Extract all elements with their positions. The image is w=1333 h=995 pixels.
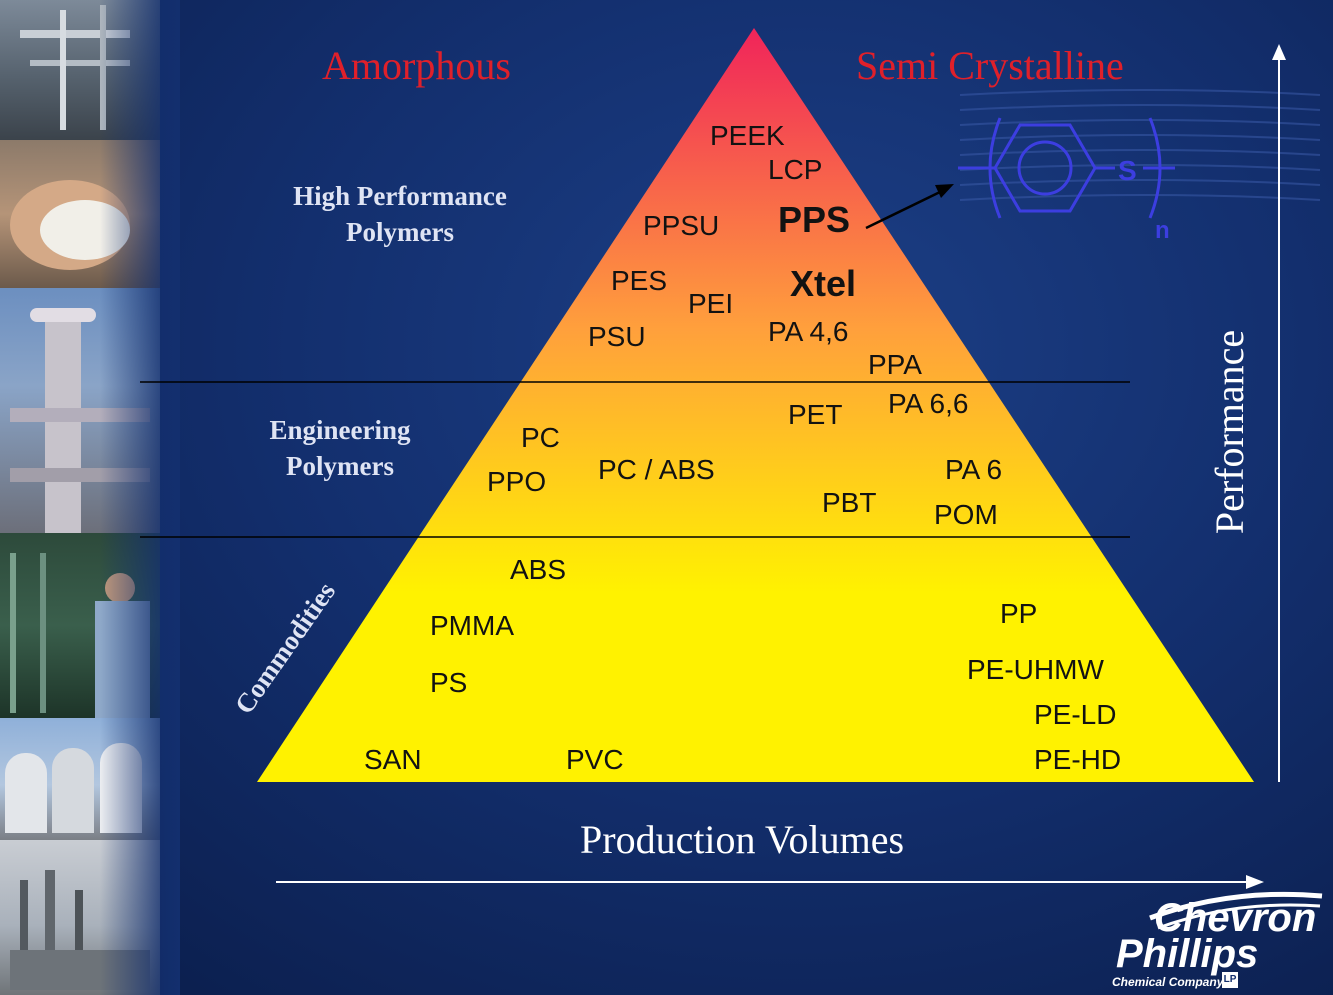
logo-lp-badge: LP [1222, 972, 1238, 988]
polymer-label: PC [521, 422, 560, 453]
polymer-label: PPSU [643, 210, 720, 241]
chevron-phillips-logo: Chevron Phillips Chemical Company LP [1110, 888, 1325, 993]
logo-line-chevron: Chevron [1154, 896, 1317, 940]
tier-label-high-performance: High Performance Polymers [270, 178, 530, 250]
pyramid [257, 28, 1254, 782]
tier-label-high-performance-line2: Polymers [346, 217, 454, 247]
logo-line-chemical-company: Chemical Company [1112, 975, 1224, 989]
polymer-label: PVC [566, 744, 624, 775]
polymer-label: LCP [768, 154, 823, 185]
polymer-label: PES [611, 265, 668, 296]
heading-semi-crystalline: Semi Crystalline [856, 43, 1124, 88]
polymer-label: SAN [364, 744, 422, 775]
polymer-label: PE-HD [1034, 744, 1122, 775]
performance-axis-arrow [1272, 44, 1286, 782]
formula-subscript-n: n [1155, 217, 1170, 244]
production-axis-arrow [276, 875, 1264, 889]
formula-sulfur-atom: S [1118, 155, 1137, 186]
polymer-label: PPA [868, 349, 922, 380]
polymer-label: PMMA [430, 610, 514, 641]
polymer-label: PA 4,6 [768, 316, 849, 347]
polymer-label-highlight: PPS [778, 199, 851, 240]
pps-pointer-arrow [865, 184, 954, 230]
polymer-label: PPO [487, 466, 547, 497]
heading-amorphous: Amorphous [322, 43, 511, 88]
polymer-label: PA 6 [945, 454, 1003, 485]
polymer-label: ABS [510, 554, 567, 585]
polymer-label: PBT [822, 487, 877, 518]
pps-structure-formula [958, 117, 1175, 219]
background-swoosh [959, 89, 1321, 201]
logo-swoosh-icon [1149, 891, 1323, 930]
polymer-label: PEI [688, 288, 734, 319]
polymer-label: POM [934, 499, 998, 530]
polymer-label: PE-UHMW [967, 654, 1104, 685]
logo-line-phillips: Phillips [1116, 932, 1259, 976]
photo-fade-overlay [100, 0, 180, 995]
polymer-label: PC / ABS [598, 454, 715, 485]
polymer-label: PSU [588, 321, 646, 352]
tier-label-engineering: Engineering Polymers [240, 412, 440, 484]
tier-label-engineering-line1: Engineering [269, 415, 411, 445]
polymer-label: PP [1000, 598, 1038, 629]
performance-axis-label: Performance [1207, 329, 1252, 535]
polymer-label: PA 6,6 [888, 388, 969, 419]
production-volumes-axis-label: Production Volumes [580, 817, 905, 862]
tier-label-engineering-line2: Polymers [286, 451, 394, 481]
polymer-label-highlight: Xtel [790, 263, 857, 304]
polymer-label: PS [430, 667, 468, 698]
tier-label-high-performance-line1: High Performance [293, 181, 507, 211]
polymer-label: PEEK [710, 120, 785, 151]
polymer-label: PET [788, 399, 843, 430]
polymer-label: PE-LD [1034, 699, 1117, 730]
